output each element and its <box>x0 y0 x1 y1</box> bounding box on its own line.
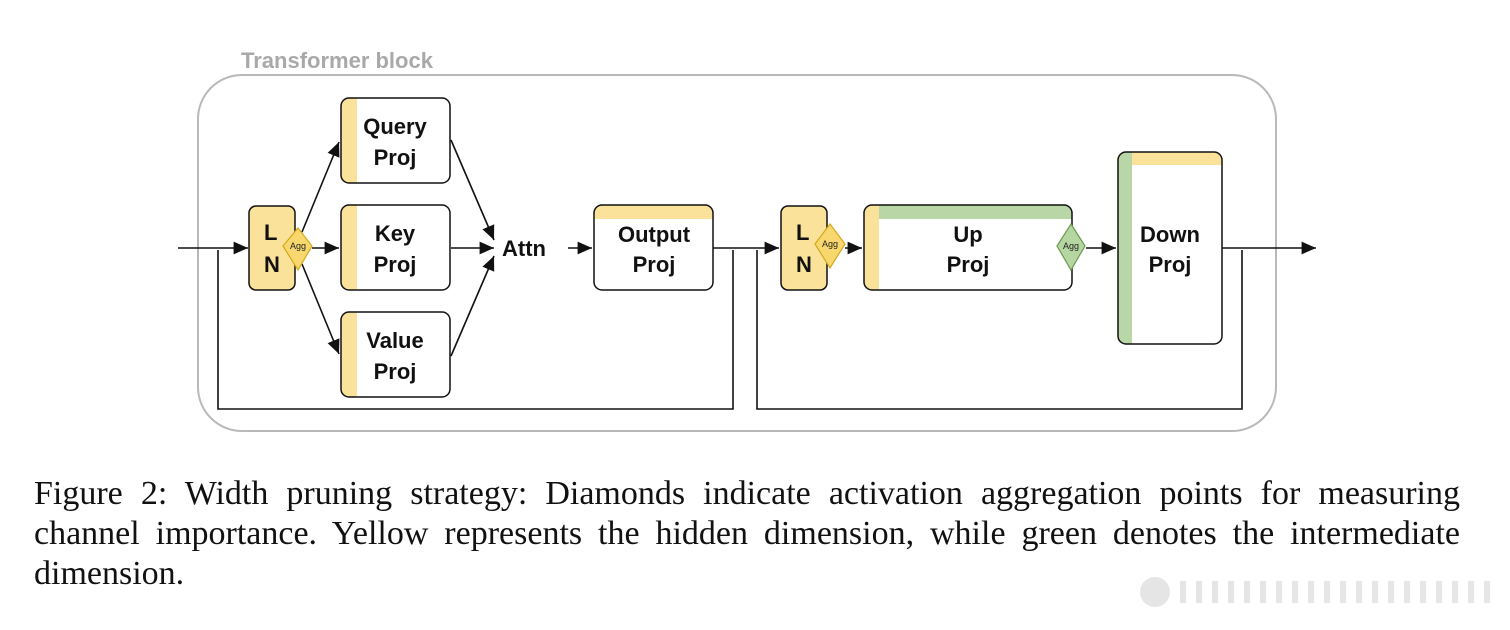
query-label-1: Query <box>363 114 427 139</box>
ln1-label-l: L <box>264 220 277 245</box>
watermark-text-bars <box>1180 581 1490 603</box>
aggregation-diamond-ln2: Agg <box>814 223 846 270</box>
value-proj-box: Value Proj <box>340 311 451 398</box>
arrow-ln-to-query <box>301 141 340 233</box>
ln2-label-n: N <box>796 252 812 277</box>
up-agg-label: Agg <box>1063 241 1079 251</box>
ln2-agg-label: Agg <box>822 239 838 249</box>
up-label-1: Up <box>953 222 982 247</box>
aggregation-diamond-up: Agg <box>1056 222 1086 272</box>
watermark-logo-icon <box>1140 577 1170 607</box>
arrow-ln-to-value <box>301 263 340 355</box>
transformer-diagram: Transformer block L N Agg Query Proj <box>178 48 1316 432</box>
query-label-2: Proj <box>374 145 417 170</box>
attn-label: Attn <box>502 236 546 261</box>
key-label-1: Key <box>375 221 416 246</box>
aggregation-diamond-ln1: Agg <box>282 227 313 272</box>
ln2-label-l: L <box>796 220 809 245</box>
output-proj-box: Output Proj <box>593 204 714 291</box>
ln1-label-n: N <box>264 252 280 277</box>
watermark <box>1140 572 1490 612</box>
up-label-2: Proj <box>947 252 990 277</box>
query-proj-box: Query Proj <box>340 97 451 184</box>
transformer-block-container <box>197 74 1277 432</box>
key-label-2: Proj <box>374 252 417 277</box>
output-label-2: Proj <box>633 252 676 277</box>
down-proj-box: Down Proj <box>1117 151 1223 345</box>
down-label-1: Down <box>1140 222 1200 247</box>
figure-caption: Figure 2: Width pruning strategy: Diamon… <box>34 475 1460 592</box>
residual-connection-1 <box>217 250 734 410</box>
ln1-agg-label: Agg <box>290 241 306 251</box>
up-proj-box: Up Proj <box>863 204 1073 291</box>
block-title: Transformer block <box>241 48 434 73</box>
layernorm-2: L N <box>780 205 828 291</box>
arrow-query-to-attn <box>450 139 495 241</box>
key-proj-box: Key Proj <box>340 204 451 291</box>
value-label-2: Proj <box>374 359 417 384</box>
value-label-1: Value <box>366 328 423 353</box>
output-label-1: Output <box>618 222 691 247</box>
down-label-2: Proj <box>1149 252 1192 277</box>
residual-connection-2 <box>756 250 1243 410</box>
arrow-value-to-attn <box>450 255 495 357</box>
